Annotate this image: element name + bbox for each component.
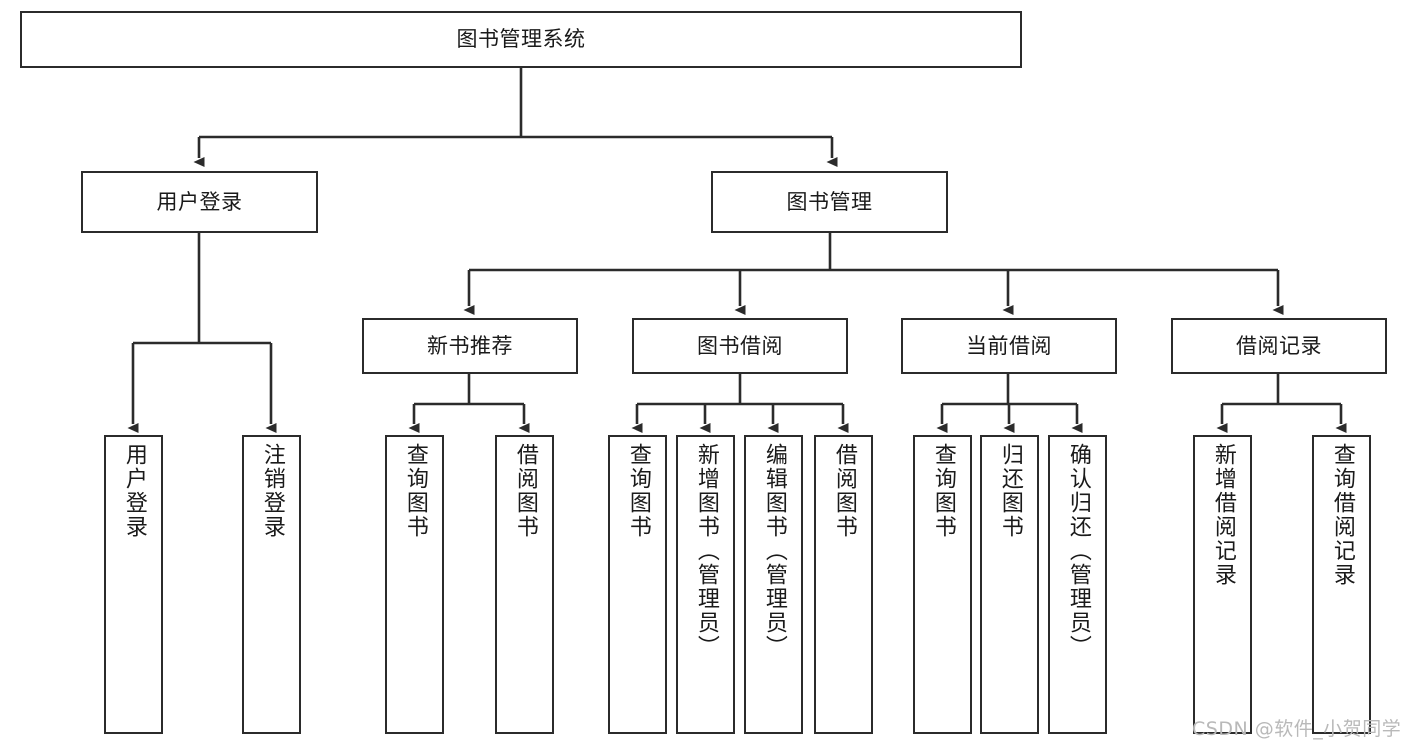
node-label: 图书借阅 <box>697 333 783 358</box>
leaf-user-login[interactable]: 用户登录 <box>104 435 163 734</box>
leaf-query-book-new[interactable]: 查询图书 <box>385 435 444 734</box>
node-borrow-record[interactable]: 借阅记录 <box>1171 318 1387 374</box>
leaf-add-book-admin[interactable]: 新增图书（管理员） <box>676 435 735 734</box>
leaf-edit-book-admin[interactable]: 编辑图书（管理员） <box>744 435 803 734</box>
csdn-watermark: CSDN @软件_小贺同学 <box>1192 718 1402 740</box>
node-label: 用户登录 <box>156 189 243 214</box>
leaf-return-book[interactable]: 归还图书 <box>980 435 1039 734</box>
node-label: 确认归还（管理员） <box>1065 443 1091 659</box>
node-current-borrow[interactable]: 当前借阅 <box>901 318 1117 374</box>
node-label: 查询借阅记录 <box>1329 443 1355 587</box>
node-label: 查询图书 <box>625 443 651 539</box>
node-label: 新增借阅记录 <box>1210 443 1236 587</box>
leaf-query-book-borrow[interactable]: 查询图书 <box>608 435 667 734</box>
node-label: 当前借阅 <box>966 333 1052 358</box>
node-user-login[interactable]: 用户登录 <box>81 171 318 233</box>
node-label: 借阅记录 <box>1236 333 1322 358</box>
node-label: 查询图书 <box>930 443 956 539</box>
node-label: 查询图书 <box>402 443 428 539</box>
node-new-book-recommend[interactable]: 新书推荐 <box>362 318 578 374</box>
node-label: 借阅图书 <box>831 443 857 539</box>
node-root-system[interactable]: 图书管理系统 <box>20 11 1022 68</box>
node-label: 新增图书（管理员） <box>693 443 719 659</box>
node-label: 编辑图书（管理员） <box>761 443 787 659</box>
leaf-borrow-book-new[interactable]: 借阅图书 <box>495 435 554 734</box>
node-book-borrow[interactable]: 图书借阅 <box>632 318 848 374</box>
node-label: 新书推荐 <box>427 333 513 358</box>
node-label: 借阅图书 <box>512 443 538 539</box>
node-label: 注销登录 <box>259 443 285 539</box>
leaf-query-book-current[interactable]: 查询图书 <box>913 435 972 734</box>
leaf-confirm-return-admin[interactable]: 确认归还（管理员） <box>1048 435 1107 734</box>
node-label: 归还图书 <box>997 443 1023 539</box>
node-label: 用户登录 <box>121 443 147 539</box>
leaf-query-borrow-record[interactable]: 查询借阅记录 <box>1312 435 1371 734</box>
node-book-management[interactable]: 图书管理 <box>711 171 948 233</box>
leaf-borrow-book[interactable]: 借阅图书 <box>814 435 873 734</box>
node-label: 图书管理系统 <box>456 27 586 52</box>
node-label: 图书管理 <box>786 189 873 214</box>
leaf-add-borrow-record[interactable]: 新增借阅记录 <box>1193 435 1252 734</box>
leaf-logout[interactable]: 注销登录 <box>242 435 301 734</box>
